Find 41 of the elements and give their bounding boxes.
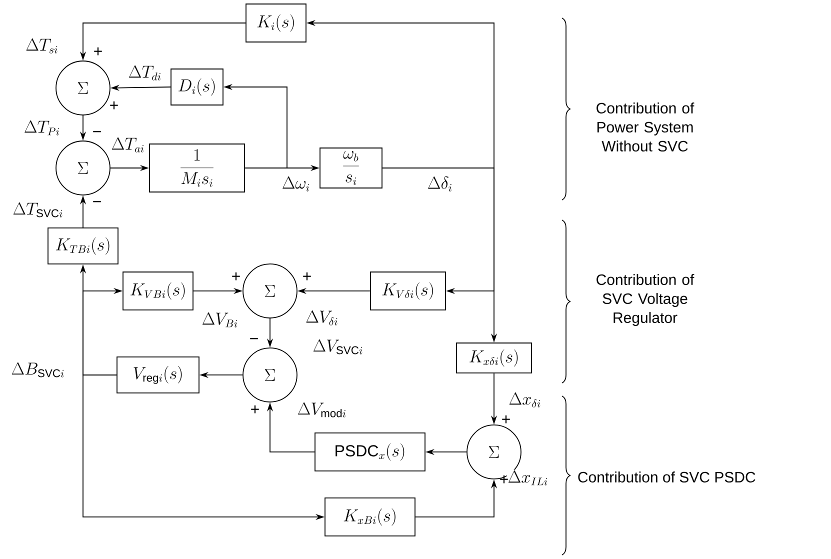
sign-label: − [93, 131, 101, 132]
summing-junction: $\Sigma$ [242, 264, 298, 318]
sign-label: + [94, 47, 102, 56]
transfer-function-box: $K_{xBi}(s)$ [324, 498, 416, 536]
edge-label: $\Delta V_{Bi}$ [200, 312, 240, 328]
transfer-function-box: $K_{x\delta i}(s)$ [456, 342, 532, 374]
transfer-function-box: $K_{VBi}(s)$ [122, 272, 194, 310]
edge-label: $\Delta T_{ai}$ [110, 136, 146, 154]
sign-label: + [110, 101, 118, 110]
edge-label: $\Delta T_{si}$ [24, 38, 60, 54]
summing-junction: $\Sigma$ [56, 60, 110, 116]
edge-label: $\Delta\delta_i$ [426, 176, 454, 192]
transfer-function-box: $V_{\mathrm{reg}i}(s)$ [116, 356, 200, 394]
sign-label: + [232, 272, 240, 280]
sign-label: − [250, 338, 258, 340]
transfer-function-box: $D_i(s)$ [170, 68, 224, 106]
edge-label: $\Delta V_{\delta i}$ [304, 310, 340, 326]
edge-label: $\Delta T_{di}$ [127, 64, 163, 82]
edge-label: $\Delta x_{\delta i}$ [508, 392, 542, 408]
sign-label: + [303, 272, 311, 280]
transfer-function-box: $K_{V\delta i}(s)$ [370, 272, 446, 310]
transfer-function-box: $\mathrm{PSDC}_x(s)$ [314, 432, 426, 472]
edge-label: $\Delta T_{\mathrm{SVC}i}$ [12, 202, 64, 218]
edge-label: $\Delta V_{\mathrm{SVC}i}$ [312, 338, 364, 356]
transfer-function-box: $\frac{1}{M_i s_i}$ [149, 144, 245, 192]
transfer-function-box: $K_i(s)$ [246, 4, 306, 42]
sign-label: + [251, 405, 259, 414]
edge-label: $\Delta x_{ILi}$ [506, 470, 550, 486]
transfer-function-box: $\frac{\omega_b}{s_i}$ [320, 148, 382, 188]
transfer-function-box: $K_{TBi}(s)$ [48, 228, 118, 264]
edge-label: $\Delta V_{\mathrm{mod}i}$ [296, 402, 348, 418]
brace-label: Contribution of SVC PSDC [578, 471, 756, 482]
summing-junction: $\Sigma$ [56, 140, 110, 196]
edge-label: $\Delta B_{\mathrm{SVC}i}$ [10, 362, 66, 378]
sign-label: − [93, 201, 101, 202]
brace-label: Contribution of Power System Without SVC [596, 102, 694, 152]
edge-label: $\Delta\omega_i$ [280, 176, 312, 192]
sign-label: + [502, 415, 510, 424]
edge-label: $\Delta T_{Pi}$ [22, 120, 62, 136]
brace-label: Contribution of SVC Voltage Regulator [596, 274, 694, 326]
summing-junction: $\Sigma$ [242, 348, 298, 402]
